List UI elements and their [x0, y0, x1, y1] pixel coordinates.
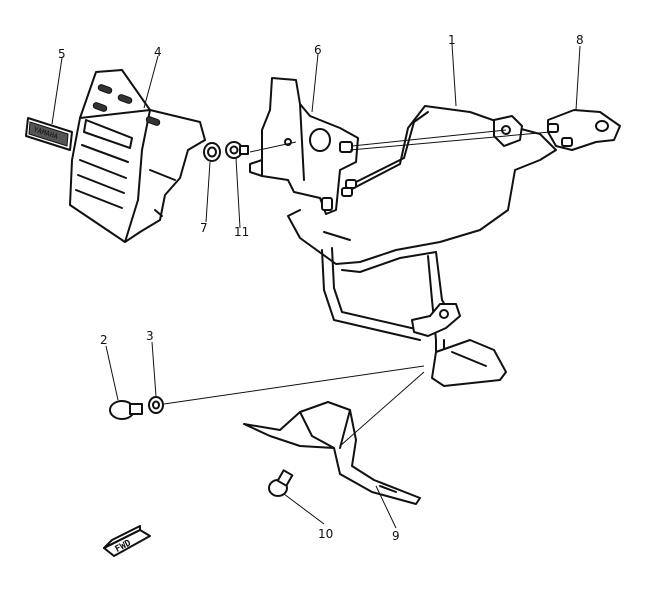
callout-2: 2 [100, 333, 108, 347]
part-8-bracket [547, 109, 621, 151]
callout-4: 4 [154, 45, 162, 59]
callout-10: 10 [318, 527, 333, 541]
callout-labels: 1 2 3 4 5 6 7 8 9 10 11 [58, 33, 584, 543]
part-4-cover-panel [69, 69, 206, 243]
leader-lines [51, 43, 581, 529]
part-6-bracket-plate [249, 77, 359, 215]
part-5-emblem: YAMAHA [25, 117, 73, 151]
part-11-collar [225, 141, 249, 159]
callout-6: 6 [314, 43, 322, 57]
callout-11: 11 [234, 225, 249, 239]
part-9-lower-cover [243, 401, 421, 505]
part-3-washer [148, 396, 164, 414]
callout-7: 7 [200, 221, 208, 235]
callout-1: 1 [448, 33, 456, 47]
callout-9: 9 [392, 529, 400, 543]
part-2-bolt [109, 400, 143, 420]
fwd-arrow-marker: FWD [103, 525, 151, 557]
callout-3: 3 [146, 329, 154, 343]
part-1-headlight-stay [287, 105, 557, 387]
callout-5: 5 [58, 47, 66, 61]
part-10-screw [268, 469, 294, 497]
callout-8: 8 [576, 33, 584, 47]
part-7-grommet [203, 142, 221, 162]
